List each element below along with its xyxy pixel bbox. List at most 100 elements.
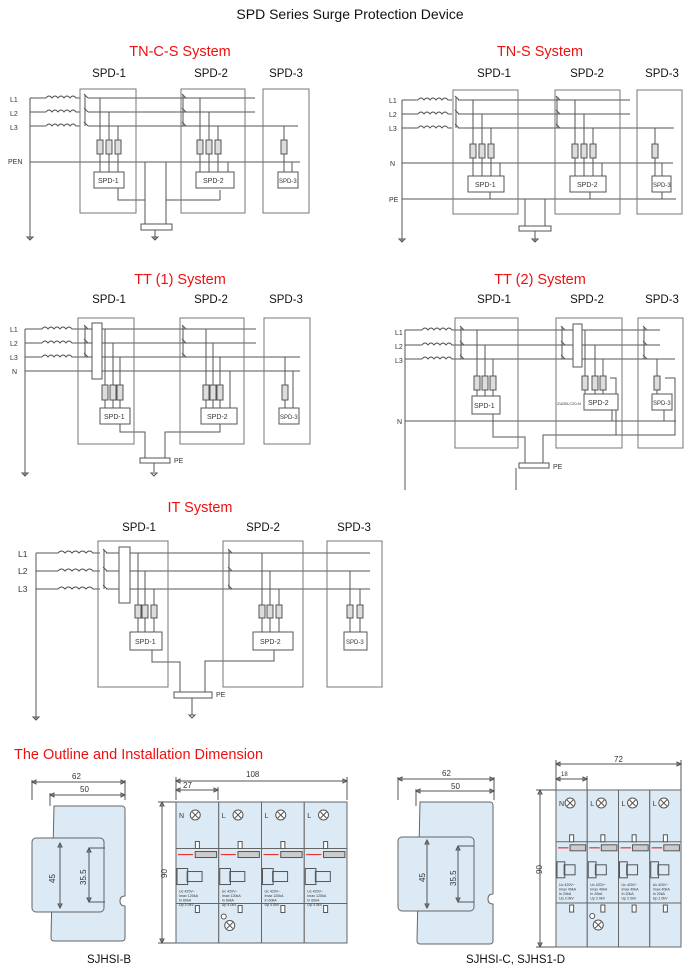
spec-line: Imax 40kA — [590, 887, 608, 891]
dim-width-outer: 62 — [442, 769, 451, 778]
latch-icon — [662, 904, 668, 913]
spd-2-label: SPD-2 — [570, 68, 604, 80]
din-clip — [397, 836, 475, 912]
spd-3-module-label: SPD-3 — [279, 179, 297, 185]
spec-line: Up 4.0kV — [179, 903, 194, 907]
line-label-n: N — [397, 419, 402, 426]
pole-mark: N — [179, 813, 184, 820]
pole-body — [175, 801, 220, 944]
indicator-window — [650, 861, 660, 879]
dim-height-inner: 35.5 — [449, 870, 458, 886]
spd-2-label: SPD-2 — [194, 294, 228, 306]
dim-width-inner: 50 — [451, 782, 460, 791]
diagram-tn-c-s: L1 L2 L3 PEN SPD-1 SPD-2 SPD-3 — [8, 88, 310, 241]
indicator-window — [176, 868, 189, 886]
system-title-tn-c-s: TN-C-S System — [129, 44, 231, 60]
pole-mark: L — [590, 801, 594, 808]
spec-line: Up 2.0kV — [622, 896, 637, 900]
spd-3-module-label: SPD-3 — [346, 640, 364, 646]
spec-line: Up 4.0kV — [307, 903, 322, 907]
ground-icon — [20, 472, 159, 477]
spd-2-module-label: SPD-2 — [260, 639, 281, 646]
spec-line: Up 2.0kV — [559, 896, 574, 900]
pole-mark: N — [559, 801, 564, 808]
spec-line: Imax 120kA — [265, 894, 285, 898]
latch-icon — [600, 904, 606, 913]
ground-icon — [31, 714, 197, 721]
spd-1-module — [93, 171, 125, 189]
pole-mark: L — [622, 801, 626, 808]
spec-line: Uc 420V~ — [590, 883, 606, 887]
spec-line: In 20kA — [622, 892, 635, 896]
spec-line: In 20kA — [590, 892, 603, 896]
latch-icon — [662, 834, 668, 843]
dim-height: 90 — [160, 869, 169, 878]
latch-icon — [194, 841, 200, 850]
dim-pole-width: 27 — [183, 781, 192, 790]
spec-line: In 20kA — [653, 892, 666, 896]
spec-line: Uc 420V~ — [265, 890, 281, 894]
system-title-tt-1: TT (1) System — [134, 272, 226, 288]
dim-pole-width: 18 — [561, 772, 568, 778]
line-label-l2: L2 — [10, 111, 18, 118]
line-label-pe: PE — [389, 197, 399, 204]
line-label-l1: L1 — [10, 327, 18, 334]
pole-body — [586, 789, 619, 948]
diagram-tt-2: L1 L2 L3 N SPD-1 SPD-2 ZUDB-C20-N SPD-3 … — [395, 317, 684, 490]
earth-symbol-icon — [589, 913, 596, 920]
spd-1-module-label: SPD-1 — [475, 182, 496, 189]
latch-icon — [631, 904, 637, 913]
spec-line: Up 4.0kV — [222, 903, 237, 907]
spec-line: Imax 120kA — [307, 894, 327, 898]
spec-line: Imax 120kA — [222, 894, 242, 898]
caption-sjhsi-b: SJHSI-B — [87, 954, 132, 966]
spd-2-module-label: SPD-2 — [588, 400, 609, 407]
spec-line: Uc 420V~ — [653, 883, 669, 887]
spd-2-enclosure — [180, 88, 246, 214]
spd-1-module-label: SPD-1 — [474, 403, 495, 410]
spd-2-module-label: SPD-2 — [207, 414, 228, 421]
latch-icon — [280, 841, 286, 850]
diagram-it: L1 L2 L3 SPD-1 SPD-2 SPD-3 PE — [18, 540, 383, 721]
latch-icon — [323, 841, 329, 850]
spec-line: Uc 420V~ — [222, 890, 238, 894]
latch-icon — [569, 834, 575, 843]
spd-3-module-label: SPD-3 — [653, 183, 671, 189]
latch-icon — [631, 834, 637, 843]
spd-3-module-label: SPD-3 — [280, 415, 298, 421]
spec-line: Uc 420V~ — [307, 890, 323, 894]
spec-line: Uc 420V~ — [622, 883, 638, 887]
line-label-l2: L2 — [389, 112, 397, 119]
isolator-bar — [572, 323, 583, 368]
indicator-window — [219, 868, 231, 886]
latch-icon — [569, 904, 575, 913]
spec-line: In 20kA — [559, 892, 572, 896]
spd-3-label: SPD-3 — [645, 68, 679, 80]
spd-3-enclosure — [262, 88, 310, 214]
spec-line: Imax 40kA — [622, 887, 640, 891]
pole-body — [649, 789, 682, 948]
caption-sjhsi-c-d: SJHSI-C, SJHS1-D — [466, 954, 566, 966]
line-label-l1: L1 — [389, 98, 397, 105]
indicator-window — [262, 868, 274, 886]
spd-1-label: SPD-1 — [92, 294, 126, 306]
line-label-pen: PEN — [8, 159, 22, 166]
spec-line: In 60kA — [307, 899, 320, 903]
spd-3-label: SPD-3 — [337, 522, 371, 534]
section-title-dimensions: The Outline and Installation Dimension — [14, 747, 264, 763]
spd-1-label: SPD-1 — [477, 68, 511, 80]
line-label-l1: L1 — [395, 330, 403, 337]
spec-line: In 60kA — [222, 899, 235, 903]
spd-2-module-label: SPD-2 — [203, 178, 224, 185]
model-tag — [569, 844, 587, 852]
dim-width-inner: 50 — [80, 785, 89, 794]
